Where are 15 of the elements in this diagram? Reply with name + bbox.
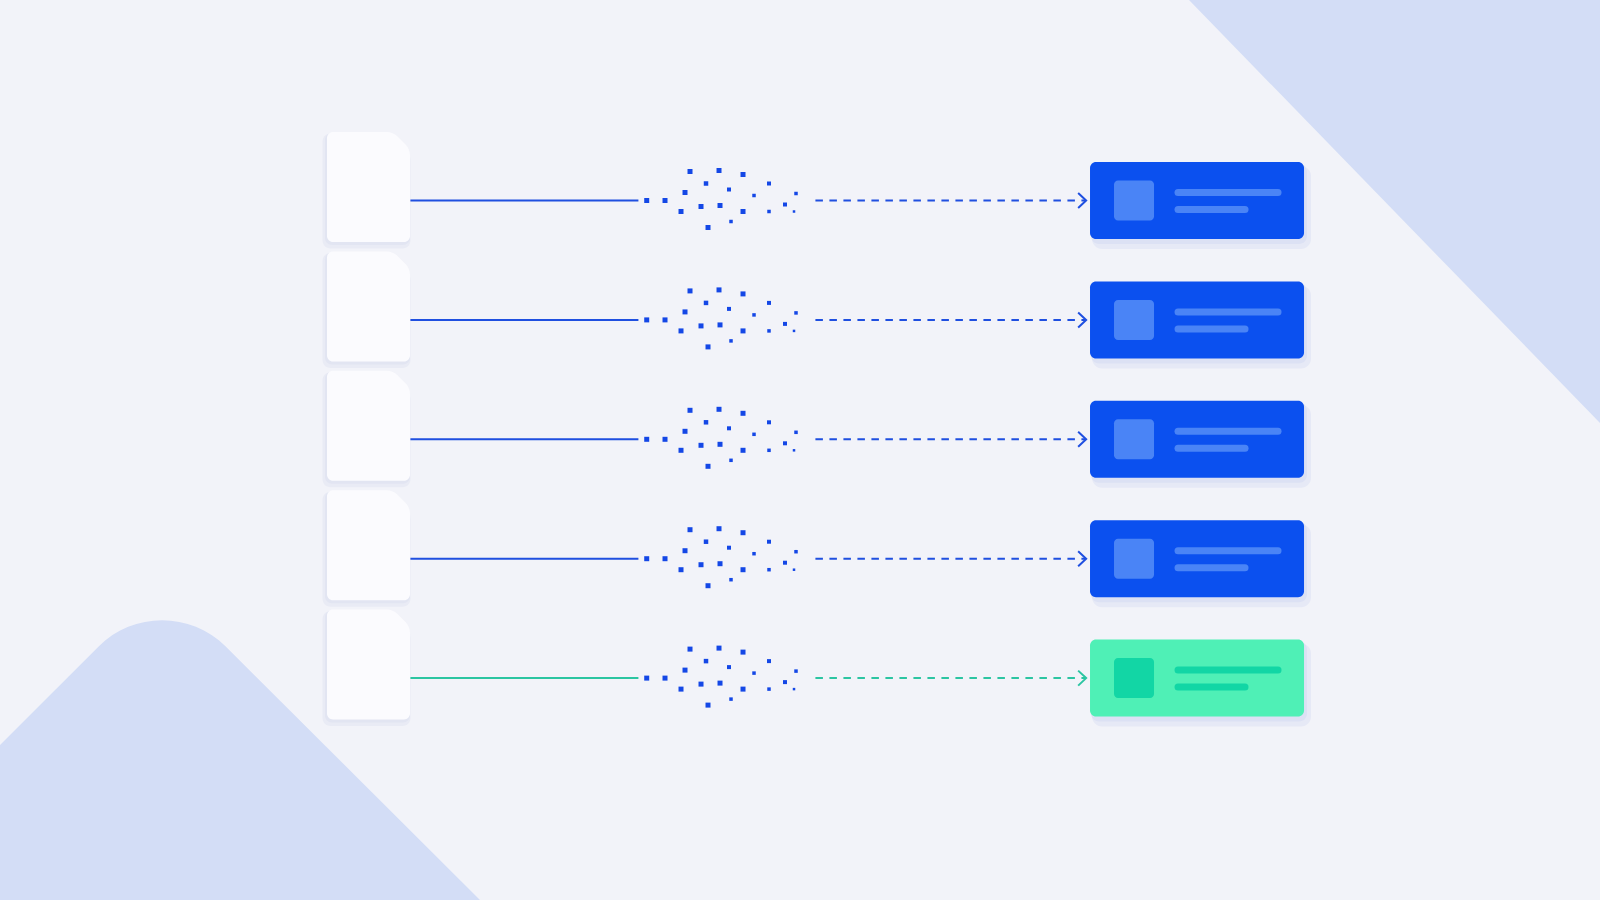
arrow [409, 192, 1088, 209]
arrow [409, 669, 1088, 687]
document-shape [322, 370, 411, 488]
document-shape [322, 609, 411, 727]
placeholder-card [1090, 520, 1311, 608]
placeholder-card [1090, 639, 1311, 727]
arrow [409, 311, 1088, 329]
document-shape [322, 251, 411, 368]
arrow [409, 550, 1088, 568]
document-shape [322, 490, 411, 607]
arrow [409, 430, 1088, 448]
placeholder-card [1090, 162, 1311, 249]
document-shape [322, 132, 411, 249]
placeholder-card [1090, 281, 1311, 369]
placeholder-card [1090, 400, 1311, 488]
